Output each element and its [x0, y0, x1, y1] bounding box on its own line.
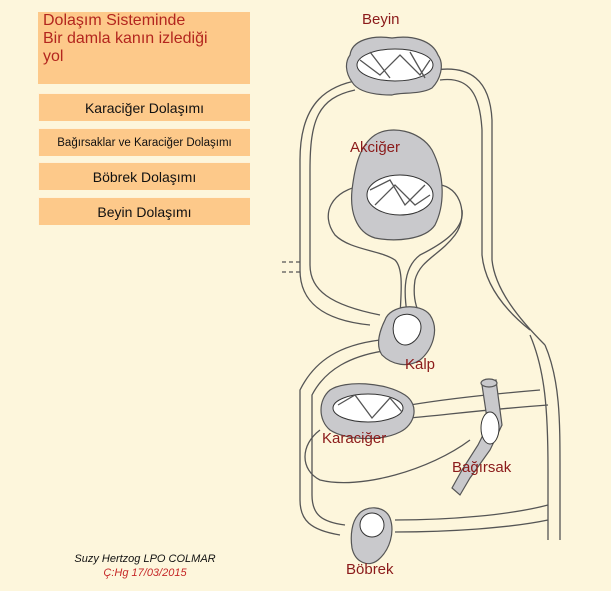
heart-organ	[377, 306, 435, 366]
title-line-3: yol	[43, 48, 64, 65]
brain-organ	[345, 36, 442, 96]
kidney-circulation-button[interactable]: Böbrek Dolaşımı	[38, 162, 250, 190]
lungs-label: Akciğer	[350, 139, 400, 156]
intestine-organ	[451, 378, 503, 496]
liver-label: Karaciğer	[322, 430, 386, 447]
kidney-label: Böbrek	[346, 561, 394, 578]
lung-organ	[350, 129, 443, 241]
title-box: Dolaşım Sisteminde Bir damla kanın izled…	[38, 12, 250, 84]
brain-label: Beyin	[362, 11, 400, 28]
author-credit: Suzy Hertzog LPO COLMAR	[74, 553, 216, 565]
title-line-2: Bir damla kanın izlediği	[43, 30, 208, 47]
intestine-label: Bağırsak	[452, 459, 512, 476]
heart-label: Kalp	[405, 356, 435, 373]
adaptation-credit: Ç:Hg 17/03/2015	[103, 567, 187, 579]
kidney-organ	[350, 507, 393, 565]
brain-circulation-button[interactable]: Beyin Dolaşımı	[38, 197, 250, 225]
liver-circulation-button[interactable]: Karaciğer Dolaşımı	[38, 93, 250, 121]
vessel-network	[282, 68, 561, 540]
liver-organ	[320, 383, 415, 440]
title-line-1: Dolaşım Sisteminde	[43, 12, 186, 29]
intestine-liver-circulation-button[interactable]: Bağırsaklar ve Karaciğer Dolaşımı	[38, 128, 250, 156]
